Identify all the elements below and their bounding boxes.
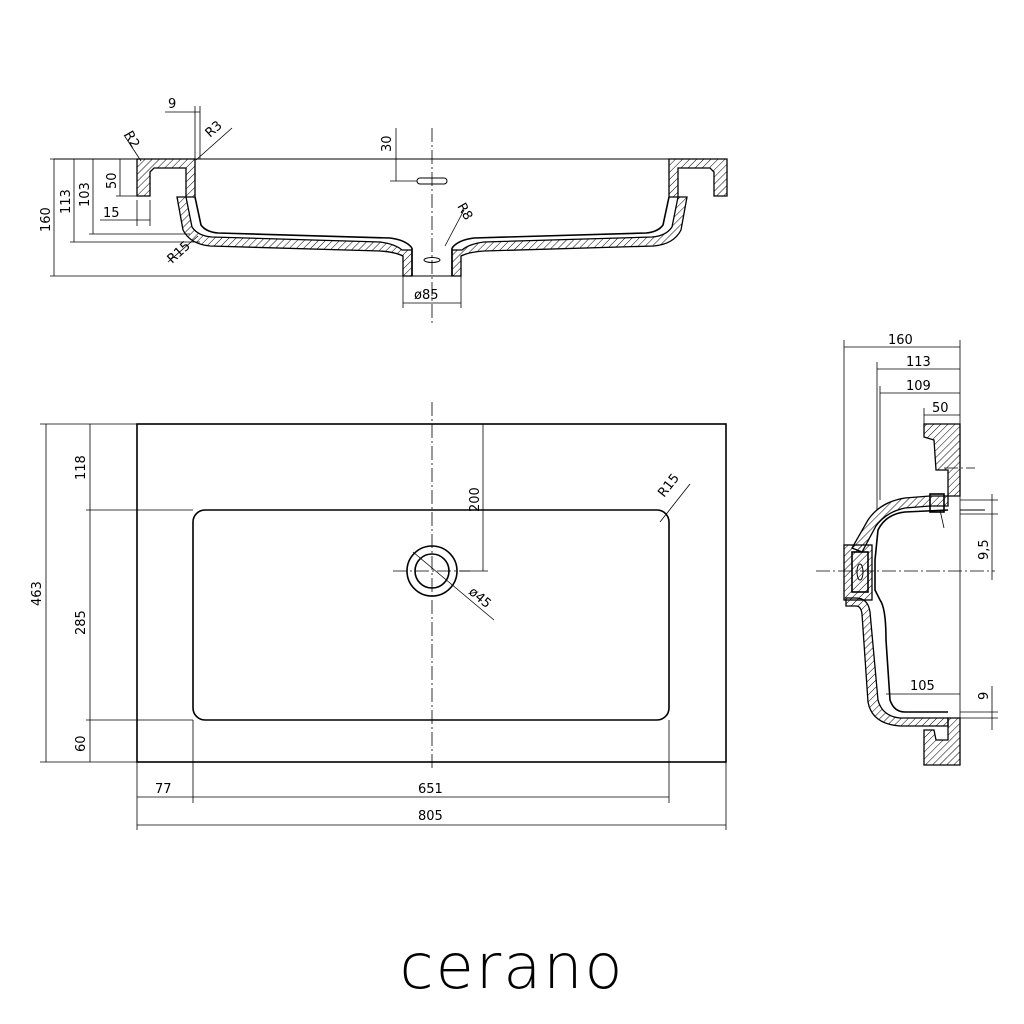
dim-r3: R3 — [203, 118, 226, 141]
side-dim-113: 113 — [906, 355, 931, 370]
dim-50: 50 — [105, 172, 120, 189]
dim-805: 805 — [418, 809, 443, 824]
side-dim-160: 160 — [888, 333, 913, 348]
left-rim-section — [136, 158, 196, 198]
side-dim-50: 50 — [932, 401, 949, 416]
dim-d85: ø85 — [414, 288, 439, 303]
dim-285: 285 — [74, 610, 89, 635]
dim-118: 118 — [74, 455, 89, 480]
side-upper-bowl — [851, 495, 949, 553]
dim-651: 651 — [418, 782, 443, 797]
dim-200: 200 — [468, 487, 483, 512]
dim-103: 103 — [78, 182, 93, 207]
side-dim-109: 109 — [906, 379, 931, 394]
dim-15: 15 — [103, 206, 120, 221]
drain-outer — [406, 545, 458, 597]
side-section-view: 160 113 109 50 9,5 105 9 — [816, 333, 998, 766]
dim-60: 60 — [74, 735, 89, 752]
dim-r15-plan: R15 — [655, 471, 683, 500]
side-top-rim — [923, 423, 961, 497]
top-section-view: 9 R2 R3 30 160 113 103 50 15 R8 R15 ø85 — [39, 97, 728, 325]
dim-160: 160 — [39, 207, 54, 232]
dim-r15-top: R15 — [165, 239, 194, 267]
dim-d45: ø45 — [465, 585, 493, 612]
side-lower-bowl — [845, 597, 949, 727]
drain-inner — [414, 553, 450, 589]
plan-view: 118 463 285 60 200 R15 ø45 77 651 805 — [30, 402, 727, 830]
side-dim-9: 9 — [977, 692, 992, 700]
basin-bowl-section — [176, 196, 413, 277]
right-rim-section — [668, 158, 728, 198]
side-bottom-rim — [923, 717, 961, 766]
dim-30: 30 — [380, 135, 395, 152]
dim-113: 113 — [59, 189, 74, 214]
dim-463: 463 — [30, 581, 45, 606]
dim-9: 9 — [168, 97, 176, 112]
brand-logo: cerano — [400, 930, 625, 1003]
side-dim-9-5: 9,5 — [977, 539, 992, 560]
side-dim-105: 105 — [910, 679, 935, 694]
dim-77: 77 — [155, 782, 172, 797]
dim-r2: R2 — [121, 129, 143, 151]
basin-bowl-section-right — [451, 196, 688, 277]
basin-bowl-outline — [192, 509, 670, 721]
dim-r8: R8 — [454, 201, 476, 223]
